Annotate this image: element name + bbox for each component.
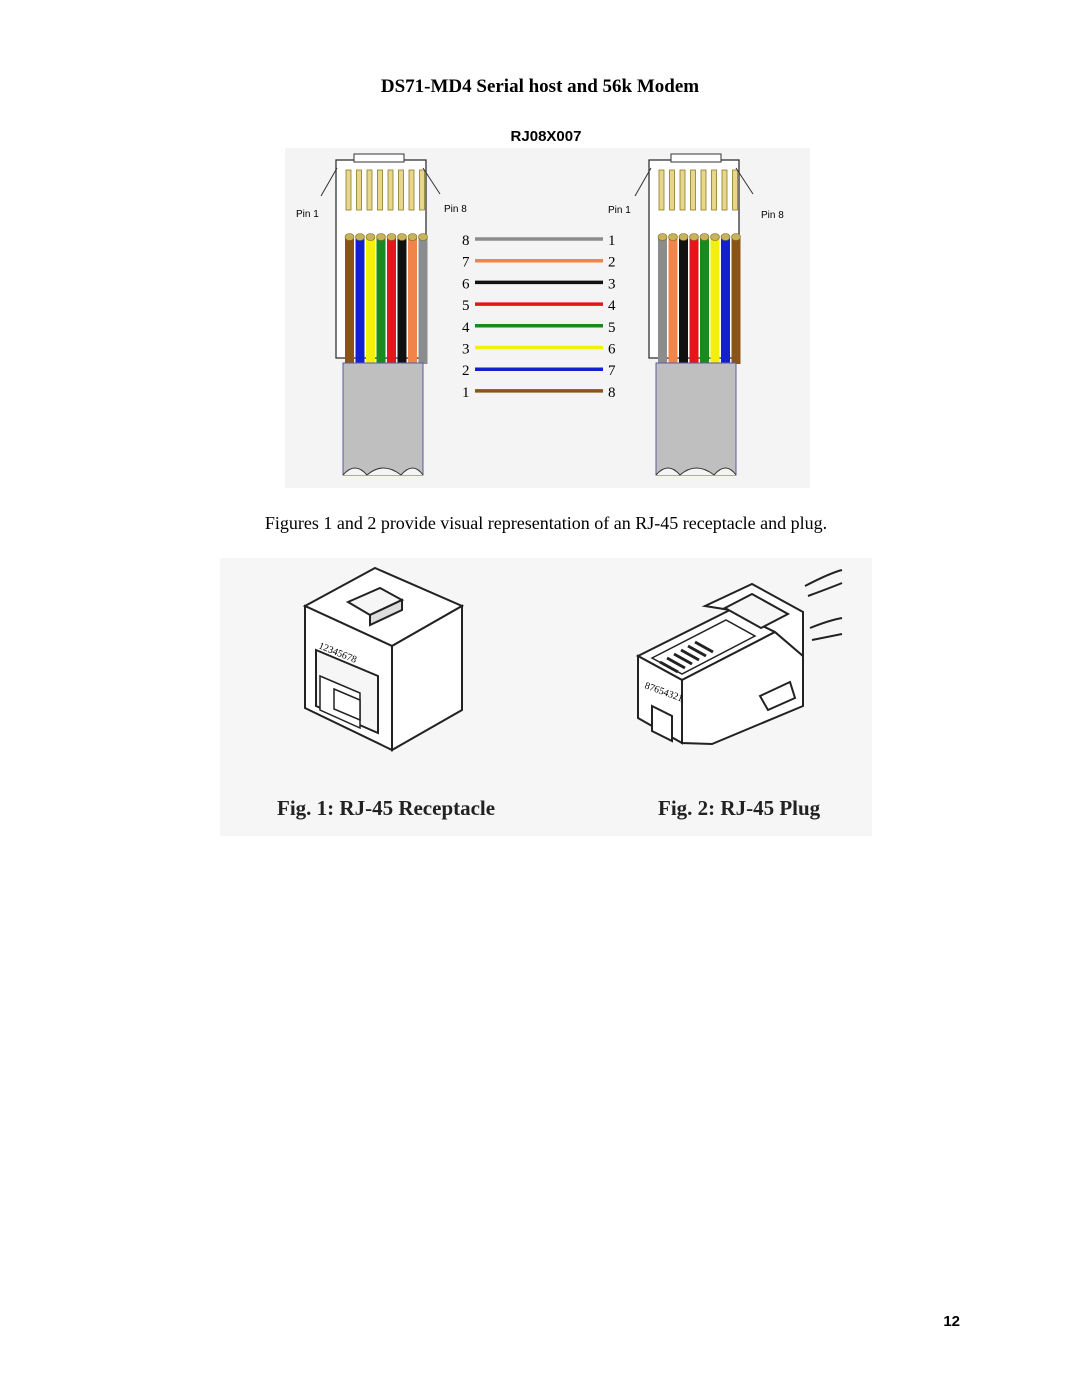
right-plug: Pin 1 Pin 8 bbox=[608, 153, 784, 476]
crossover-wiring: 8 1 7 2 6 3 5 4 4 5 3 6 2 7 1 8 bbox=[462, 233, 616, 401]
crossover-right-num-2: 2 bbox=[608, 255, 616, 271]
left-plug-wire-tip-4 bbox=[376, 233, 386, 241]
left-plug-contact-7 bbox=[408, 169, 415, 211]
left-plug-wire-8 bbox=[418, 236, 428, 364]
crossover-right-num-8: 8 bbox=[608, 385, 616, 401]
crossover-right-num-6: 6 bbox=[608, 342, 616, 358]
right-plug-wire-8 bbox=[731, 236, 741, 364]
left-plug-contact-6 bbox=[398, 169, 404, 211]
right-plug-contact-7 bbox=[721, 169, 728, 211]
right-plug-wire-5 bbox=[700, 236, 709, 364]
rj45-receptacle-drawing bbox=[302, 566, 465, 752]
right-plug-wire-tip-4 bbox=[689, 233, 699, 241]
right-plug-wire-tip-6 bbox=[710, 233, 720, 241]
left-plug-contact-2 bbox=[356, 169, 362, 211]
right-plug-contact-6 bbox=[711, 169, 717, 211]
fig1-label: Fig. 1: RJ-45 Receptacle bbox=[277, 796, 495, 820]
crossover-left-num-4: 5 bbox=[462, 298, 470, 314]
page-title: DS71-MD4 Serial host and 56k Modem bbox=[380, 76, 700, 97]
crossover-right-num-5: 5 bbox=[608, 320, 616, 336]
right-plug-wire-4 bbox=[689, 236, 699, 364]
right-plug-wire-tip-2 bbox=[668, 233, 678, 241]
right-plug-contact-1 bbox=[658, 169, 665, 211]
left-plug-wire-2 bbox=[355, 236, 365, 364]
right-plug-contact-2 bbox=[669, 169, 675, 211]
plug-contacts bbox=[659, 640, 714, 674]
right-plug-wire-tip-8 bbox=[731, 233, 741, 241]
left-plug-contact-8 bbox=[419, 169, 425, 211]
left-plug-wire-tip-8 bbox=[418, 233, 428, 241]
crossover-right-num-4: 4 bbox=[608, 298, 616, 314]
fig2-label: Fig. 2: RJ-45 Plug bbox=[658, 796, 821, 820]
crossover-left-num-1: 8 bbox=[462, 233, 470, 249]
left-plug-wire-3 bbox=[366, 236, 375, 364]
left-plug-wire-tip-5 bbox=[386, 233, 397, 241]
left-plug-wire-7 bbox=[408, 236, 417, 364]
left-plug-wire-tip-3 bbox=[365, 233, 376, 241]
left-pin1-label: Pin 1 bbox=[296, 209, 319, 220]
right-plug-wire-6 bbox=[710, 236, 720, 364]
right-plug-wire-tip-5 bbox=[699, 233, 710, 241]
left-plug-wire-4 bbox=[376, 236, 386, 364]
left-plug-contact-5 bbox=[387, 169, 394, 211]
crossover-left-num-8: 1 bbox=[462, 385, 470, 401]
crossover-left-num-7: 2 bbox=[462, 363, 470, 379]
right-plug-contact-5 bbox=[700, 169, 707, 211]
right-plug-wire-tip-1 bbox=[657, 233, 668, 241]
part-number: RJ08X007 bbox=[510, 128, 582, 145]
crossover-left-num-3: 6 bbox=[462, 276, 470, 292]
right-plug-wire-1 bbox=[658, 236, 667, 364]
crossover-right-num-1: 1 bbox=[608, 233, 616, 249]
right-pin1-label: Pin 1 bbox=[608, 205, 631, 216]
right-plug-contact-3 bbox=[679, 169, 686, 211]
left-plug-wire-tip-1 bbox=[344, 233, 355, 241]
left-plug-contact-4 bbox=[377, 169, 383, 211]
right-plug-wire-2 bbox=[668, 236, 678, 364]
right-plug-contact-4 bbox=[690, 169, 696, 211]
left-plug: Pin 1 Pin 8 bbox=[296, 153, 467, 476]
pinout-diagram: Pin 1 Pin 8 Pin 1 Pin 8 8 1 7 2 6 3 5 4 4 5 3 6 2 7 1 8 bbox=[285, 148, 810, 488]
right-plug-wire-7 bbox=[721, 236, 730, 364]
left-plug-contact-3 bbox=[366, 169, 373, 211]
page-number: 12 bbox=[943, 1313, 960, 1330]
figures-caption: Figures 1 and 2 provide visual represent… bbox=[264, 513, 828, 533]
right-plug-wire-3 bbox=[679, 236, 688, 364]
rj45-figures: 12345678 87654321 Fig. 1: RJ-45 Receptac… bbox=[220, 558, 872, 836]
right-plug-contact-8 bbox=[732, 169, 738, 211]
left-plug-wire-tip-2 bbox=[355, 233, 365, 241]
left-plug-wire-6 bbox=[397, 236, 407, 364]
crossover-right-num-3: 3 bbox=[608, 276, 616, 292]
left-plug-wire-1 bbox=[345, 236, 354, 364]
crossover-left-num-6: 3 bbox=[462, 342, 470, 358]
left-plug-wire-tip-6 bbox=[397, 233, 407, 241]
right-plug-wire-tip-7 bbox=[720, 233, 731, 241]
crossover-left-num-5: 4 bbox=[462, 320, 470, 336]
crossover-right-num-7: 7 bbox=[608, 363, 616, 379]
right-plug-wire-tip-3 bbox=[678, 233, 689, 241]
rj45-plug-drawing bbox=[635, 569, 843, 746]
left-pin8-label: Pin 8 bbox=[444, 204, 467, 215]
right-pin8-label: Pin 8 bbox=[761, 210, 784, 221]
left-plug-wire-tip-7 bbox=[407, 233, 418, 241]
left-plug-contact-1 bbox=[345, 169, 352, 211]
crossover-left-num-2: 7 bbox=[462, 255, 470, 271]
left-plug-wire-5 bbox=[387, 236, 396, 364]
